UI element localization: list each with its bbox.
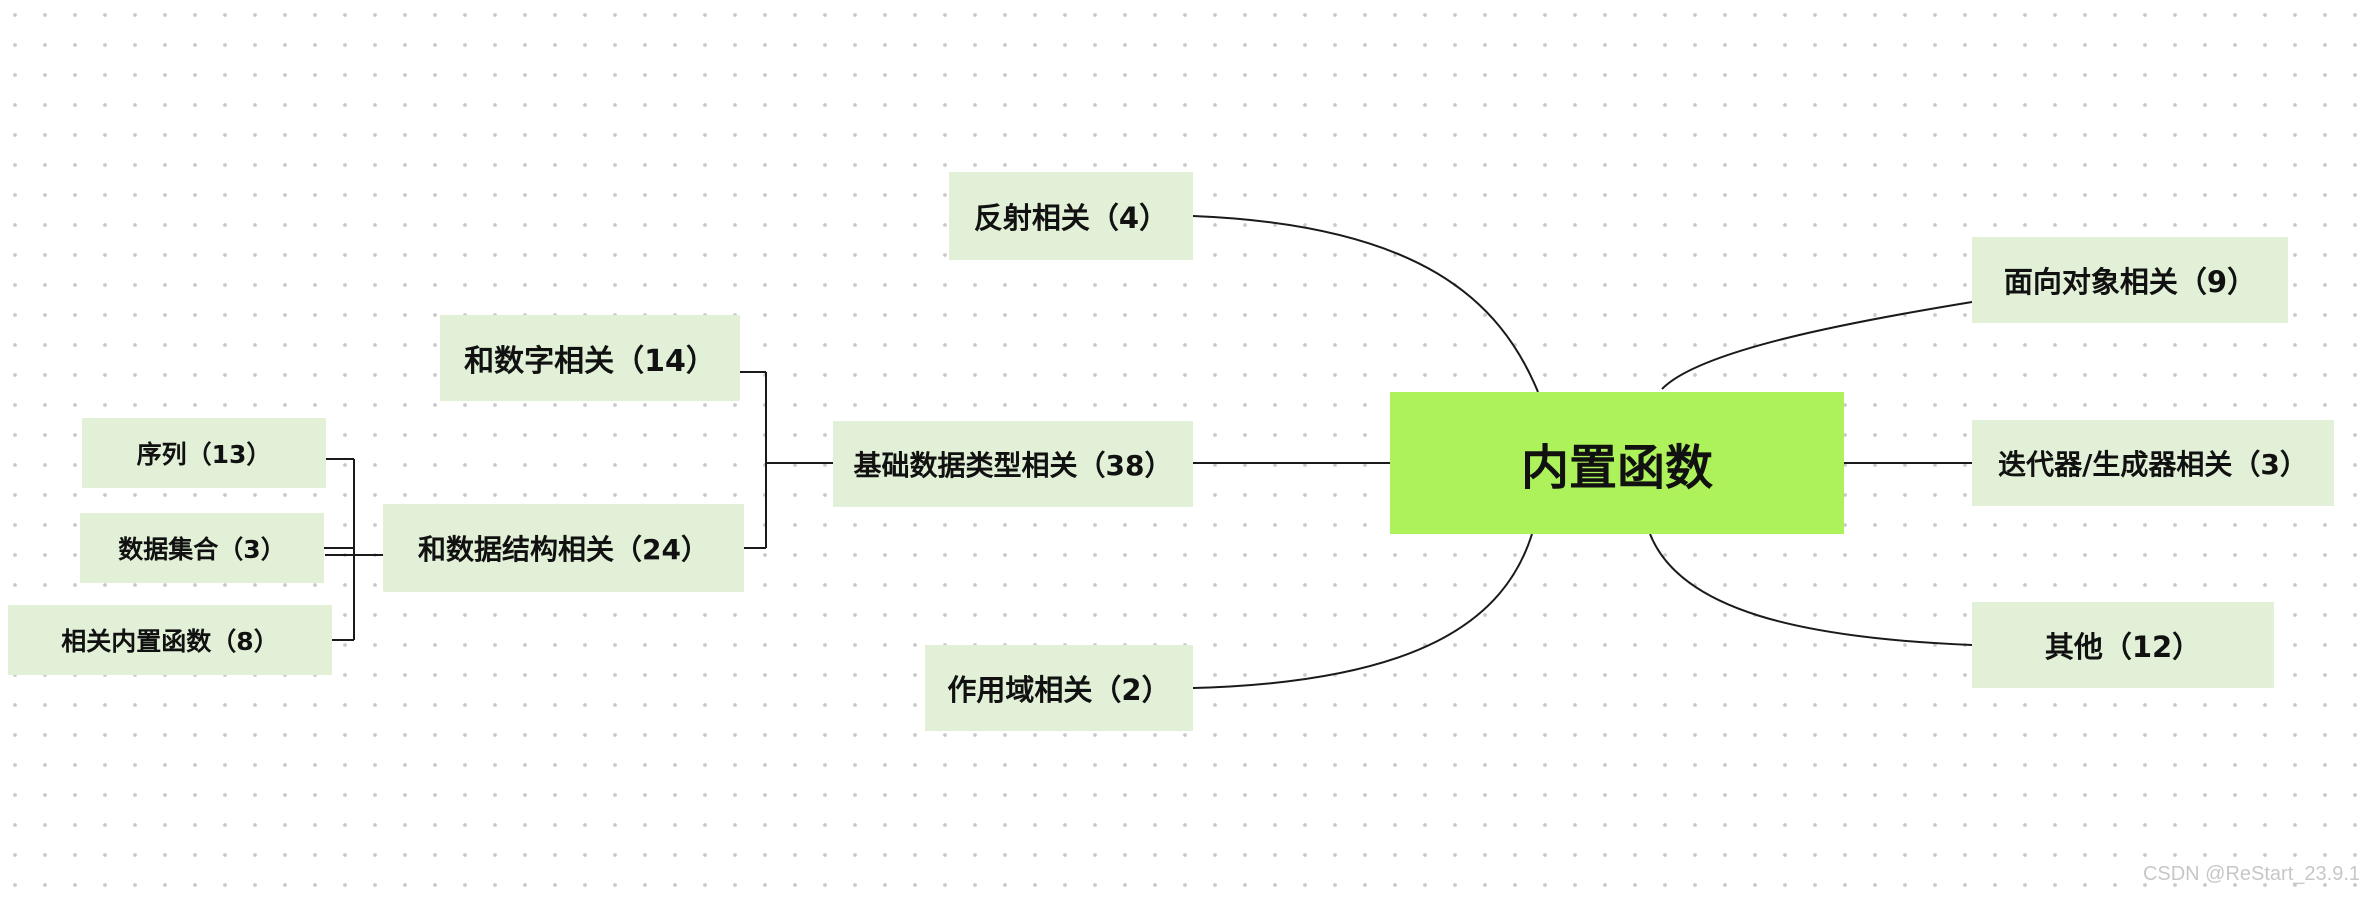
node-reflect[interactable]: 反射相关（4） — [949, 172, 1193, 260]
node-iterator-generator[interactable]: 迭代器/生成器相关（3） — [1972, 420, 2334, 506]
watermark: CSDN @ReStart_23.9.1 — [2142, 863, 2360, 885]
edge-datastruct-children — [324, 458, 383, 641]
node-oop[interactable]: 面向对象相关（9） — [1972, 237, 2288, 323]
node-number[interactable]: 和数字相关（14） — [440, 315, 740, 401]
edge-root-other — [1649, 533, 1973, 646]
node-related-builtin[interactable]: 相关内置函数（8） — [8, 605, 332, 675]
node-dataset[interactable]: 数据集合（3） — [80, 513, 324, 583]
edge-root-oop — [1661, 301, 1973, 390]
node-other[interactable]: 其他（12） — [1972, 602, 2274, 688]
edge-root-scope — [1192, 533, 1533, 689]
node-scope[interactable]: 作用域相关（2） — [925, 645, 1193, 731]
node-data-structure[interactable]: 和数据结构相关（24） — [383, 504, 744, 592]
node-basic-data-types[interactable]: 基础数据类型相关（38） — [833, 421, 1193, 507]
edge-root-reflect — [1192, 215, 1539, 393]
edge-basic-children — [740, 371, 833, 549]
root-node[interactable]: 内置函数 — [1390, 392, 1844, 534]
node-sequence[interactable]: 序列（13） — [82, 418, 326, 488]
